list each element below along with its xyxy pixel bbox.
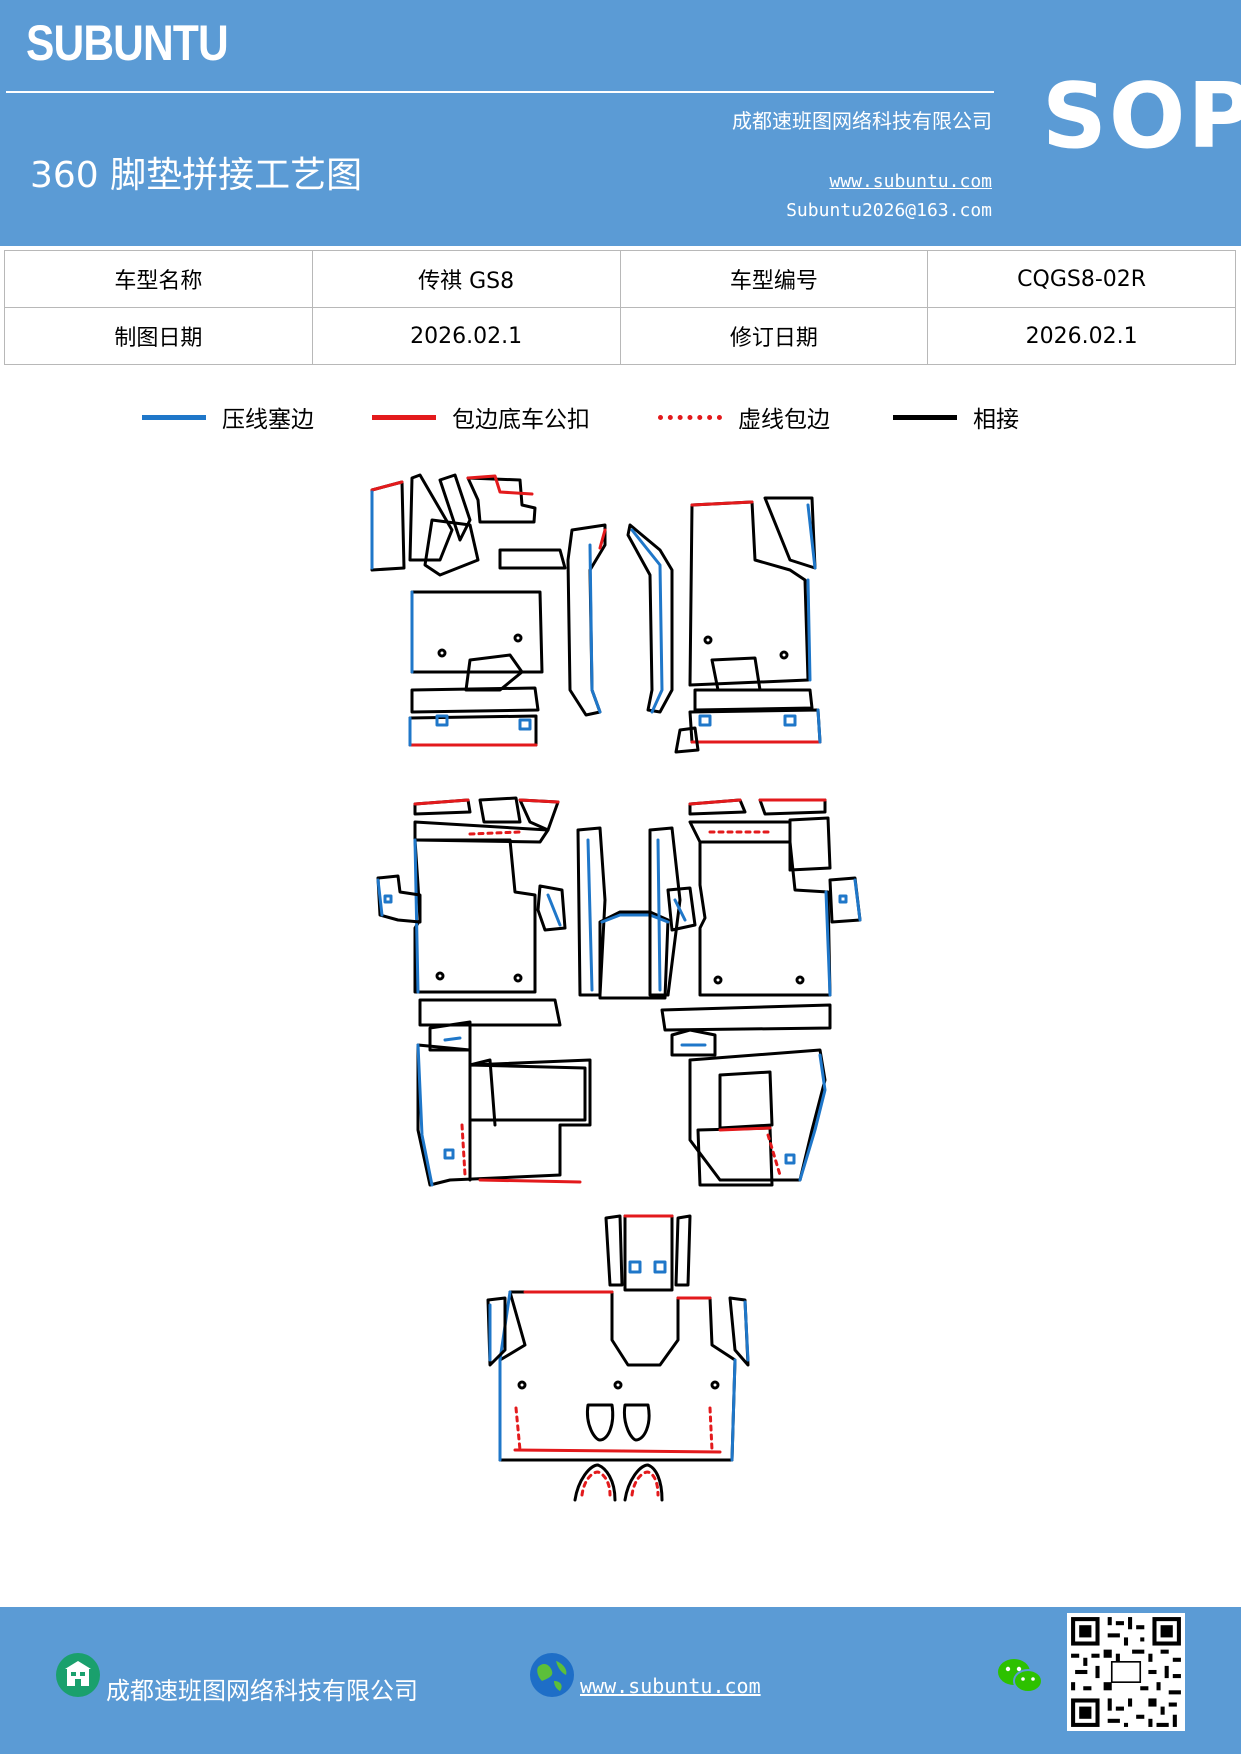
table-row: 制图日期 2026.02.1 修订日期 2026.02.1 bbox=[4, 307, 1236, 365]
footer-company: 成都速班图网络科技有限公司 bbox=[106, 1677, 418, 1705]
value-model-name: 传祺 GS8 bbox=[311, 250, 621, 308]
label-revise-date: 修订日期 bbox=[619, 307, 929, 365]
building-icon bbox=[56, 1653, 100, 1697]
legend-label: 包边底车公扣 bbox=[452, 407, 590, 433]
legend-swatch-blue bbox=[142, 414, 206, 420]
header: SUBUNTU 360 脚垫拼接工艺图 成都速班图网络科技有限公司 www.su… bbox=[0, 0, 1241, 246]
legend-label: 压线塞边 bbox=[222, 407, 314, 433]
qr-code-pattern bbox=[1067, 1613, 1185, 1731]
page-title: 360 脚垫拼接工艺图 bbox=[30, 155, 363, 196]
email-address: Subuntu2026@163.com bbox=[786, 200, 992, 221]
footer-website-link[interactable]: www.subuntu.com bbox=[580, 1674, 761, 1698]
legend-item: 相接 bbox=[893, 400, 1019, 434]
legend-swatch-dotted bbox=[658, 414, 722, 420]
value-model-code: CQGS8-02R bbox=[927, 250, 1236, 308]
legend-label: 虚线包边 bbox=[738, 407, 830, 433]
sop-badge: SOP bbox=[1042, 64, 1241, 169]
info-table: 车型名称 传祺 GS8 车型编号 CQGS8-02R 制图日期 2026.02.… bbox=[4, 250, 1236, 365]
rear-mat bbox=[486, 1214, 750, 1502]
legend-swatch-red bbox=[372, 414, 436, 420]
floor-mat-drawing bbox=[370, 473, 862, 1502]
legend-swatch-black bbox=[893, 414, 957, 420]
brand-logo: SUBUNTU bbox=[26, 15, 229, 71]
header-divider bbox=[6, 91, 994, 93]
qr-code bbox=[1067, 1613, 1185, 1731]
company-name: 成都速班图网络科技有限公司 bbox=[732, 109, 992, 133]
legend-item: 包边底车公扣 bbox=[372, 400, 590, 434]
middle-right-mat bbox=[660, 798, 862, 1187]
globe-icon bbox=[530, 1653, 574, 1697]
label-draw-date: 制图日期 bbox=[4, 307, 313, 365]
value-draw-date: 2026.02.1 bbox=[311, 307, 621, 365]
legend-item: 虚线包边 bbox=[658, 400, 830, 434]
front-right-mat bbox=[626, 496, 822, 754]
label-model-name: 车型名称 bbox=[4, 250, 313, 308]
website-link[interactable]: www.subuntu.com bbox=[829, 171, 992, 192]
front-left-mat bbox=[370, 473, 607, 747]
footer: 成都速班图网络科技有限公司 www.subuntu.com bbox=[0, 1607, 1241, 1754]
legend-label: 相接 bbox=[973, 407, 1019, 433]
middle-left-mat bbox=[376, 796, 592, 1187]
table-row: 车型名称 传祺 GS8 车型编号 CQGS8-02R bbox=[4, 250, 1236, 308]
label-model-code: 车型编号 bbox=[619, 250, 929, 308]
value-revise-date: 2026.02.1 bbox=[927, 307, 1236, 365]
legend: 压线塞边 包边底车公扣 虚线包边 相接 bbox=[0, 400, 1241, 440]
middle-center-mat bbox=[576, 826, 682, 1000]
legend-item: 压线塞边 bbox=[142, 400, 314, 434]
wechat-icon bbox=[998, 1659, 1043, 1693]
